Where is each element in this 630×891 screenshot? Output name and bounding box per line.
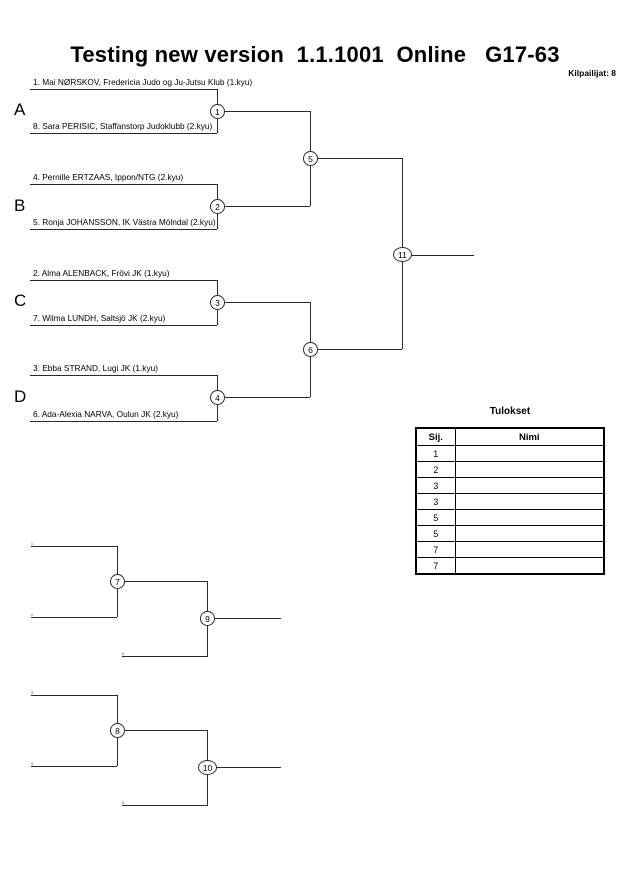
bout-node[interactable]: 2	[210, 199, 225, 214]
competitor-name: 4. Pernille ERTZAAS, Ippon/NTG (2.kyu)	[33, 172, 184, 182]
competitor-name: 1. Mai NØRSKOV, Fredericia Judo og Ju-Ju…	[33, 77, 253, 87]
feeder-label: 6	[122, 652, 124, 656]
results-row: 5	[415, 525, 605, 542]
results-name-cell	[454, 541, 605, 558]
bout-node[interactable]: 10	[198, 760, 217, 775]
bout-node[interactable]: 8	[110, 723, 125, 738]
competitor-name: 8. Sara PERISIC, Staffanstorp Judoklubb …	[33, 121, 213, 131]
repechage-winner-line	[217, 767, 281, 768]
results-header-row: Sij. Nimi	[415, 427, 605, 446]
feeder-label: 2	[31, 613, 33, 617]
results-rank-cell: 3	[415, 477, 456, 494]
results-rank-cell: 5	[415, 525, 456, 542]
results-name-cell	[454, 477, 605, 494]
competitor-line	[30, 325, 217, 326]
bout-node[interactable]: 5	[303, 151, 318, 166]
bracket-connector	[225, 302, 310, 303]
bracket-connector	[225, 397, 310, 398]
results-row: 3	[415, 477, 605, 494]
repechage-winner-line	[215, 618, 281, 619]
feeder-label: 3	[31, 691, 33, 695]
results-rank-cell: 5	[415, 509, 456, 526]
results-rank-cell: 2	[415, 461, 456, 478]
results-title: Tulokset	[489, 406, 531, 417]
bout-node[interactable]: 4	[210, 390, 225, 405]
competitor-line	[30, 89, 217, 90]
group-label-a: A	[14, 100, 26, 119]
repechage-line	[31, 766, 117, 767]
results-rank-cell: 7	[415, 557, 456, 575]
competitor-name: 5. Ronja JOHANSSON, IK Västra Mölndal (2…	[33, 217, 216, 227]
bout-node[interactable]: 1	[210, 104, 225, 119]
results-rank-cell: 3	[415, 493, 456, 510]
bout-node[interactable]: 9	[200, 611, 215, 626]
results-row: 7	[415, 541, 605, 558]
bout-node[interactable]: 6	[303, 342, 318, 357]
competitor-name: 6. Ada-Alexia NARVA, Oulun JK (2.kyu)	[33, 409, 179, 419]
feeder-label: 1	[31, 542, 33, 546]
results-name-cell	[454, 509, 605, 526]
feeder-label: 5	[122, 801, 124, 805]
bout-node[interactable]: 7	[110, 574, 125, 589]
results-row: 7	[415, 557, 605, 575]
repechage-line	[122, 805, 208, 806]
repechage-line	[125, 730, 208, 731]
competitor-line	[30, 375, 217, 376]
competitor-line	[30, 133, 217, 134]
page-title: Testing new version 1.1.1001 Online G17-…	[70, 42, 560, 67]
winner-line	[412, 255, 474, 256]
bracket-connector	[225, 206, 310, 207]
competitor-line	[30, 229, 217, 230]
results-name-cell	[454, 493, 605, 510]
entrants-count: Kilpailijat: 8	[568, 68, 616, 78]
group-label-d: D	[14, 387, 27, 406]
results-row: 2	[415, 461, 605, 478]
group-label-b: B	[14, 196, 26, 215]
results-col-rank: Sij.	[415, 427, 456, 446]
results-row: 5	[415, 509, 605, 526]
results-row: 3	[415, 493, 605, 510]
bracket-connector	[318, 349, 402, 350]
competitor-line	[30, 184, 217, 185]
repechage-line	[122, 656, 208, 657]
results-name-cell	[454, 445, 605, 462]
competitor-line	[30, 421, 217, 422]
results-rank-cell: 7	[415, 541, 456, 558]
bracket-connector	[225, 111, 310, 112]
group-label-c: C	[14, 291, 27, 310]
results-name-cell	[454, 557, 605, 575]
results-row: 1	[415, 445, 605, 462]
feeder-label: 4	[31, 762, 33, 766]
repechage-line	[31, 695, 117, 696]
repechage-line	[31, 546, 117, 547]
results-rank-cell: 1	[415, 445, 456, 462]
results-name-cell	[454, 525, 605, 542]
bout-node[interactable]: 11	[393, 247, 412, 262]
competitor-name: 7. Wilma LUNDH, Saltsjö JK (2.kyu)	[33, 313, 166, 323]
bracket-connector	[318, 158, 402, 159]
bout-node[interactable]: 3	[210, 295, 225, 310]
results-col-name: Nimi	[454, 427, 605, 446]
competitor-name: 3. Ebba STRAND, Lugi JK (1.kyu)	[33, 363, 158, 373]
repechage-line	[125, 581, 208, 582]
competitor-name: 2. Alma ALENBACK, Frövi JK (1.kyu)	[33, 268, 170, 278]
repechage-line	[31, 617, 117, 618]
competitor-line	[30, 280, 217, 281]
results-name-cell	[454, 461, 605, 478]
